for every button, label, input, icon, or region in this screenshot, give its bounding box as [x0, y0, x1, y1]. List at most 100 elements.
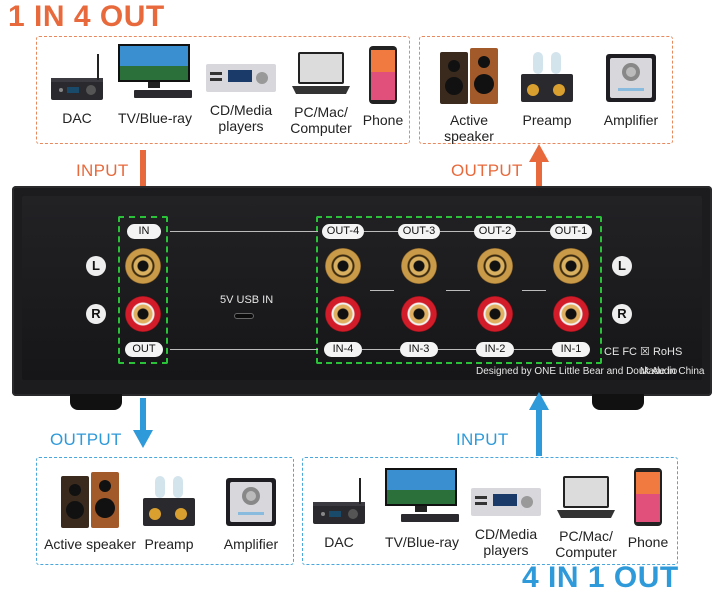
- out-jack-label: OUT-2: [474, 224, 516, 239]
- out-4-jack-right[interactable]: [325, 296, 361, 332]
- device-label: Phone: [627, 534, 669, 550]
- device-label: PC/Mac/ Computer: [290, 104, 352, 136]
- device-dac: DAC: [306, 474, 372, 550]
- device-label: Amplifier: [223, 536, 279, 552]
- label-line: [364, 231, 398, 232]
- device-cd-player: CD/Media players: [466, 480, 546, 558]
- preamp-icon: [517, 44, 577, 106]
- out-jack-label: OUT-3: [398, 224, 440, 239]
- left-channel-marker: L: [86, 256, 106, 276]
- in-jack-label: IN-3: [400, 342, 438, 357]
- multi-jack-group: [316, 216, 602, 364]
- label-line-bottom: [170, 349, 318, 350]
- device-phone: Phone: [360, 44, 406, 128]
- out-2-jack-left[interactable]: [477, 248, 513, 284]
- out-jack-label: OUT-1: [550, 224, 592, 239]
- right-channel-marker: R: [612, 304, 632, 324]
- certification-marks: CE FC ☒ RoHS: [604, 346, 683, 358]
- device-dac: DAC: [44, 50, 110, 126]
- title-1-in-4-out: 1 IN 4 OUT: [8, 0, 165, 33]
- top-output-label: OUTPUT: [451, 161, 523, 180]
- device-tv: TV/Blue-ray: [378, 466, 466, 550]
- device-label: Active speaker: [444, 112, 494, 144]
- designed-by-text: Designed by ONE Little Bear and Douk Aud…: [476, 366, 678, 377]
- title-4-in-1-out: 4 IN 1 OUT: [522, 561, 679, 594]
- amplifier-icon: [220, 470, 282, 530]
- device-amplifier: Amplifier: [212, 470, 290, 552]
- out-1-jack-right[interactable]: [553, 296, 589, 332]
- preamp-icon: [139, 468, 199, 530]
- device-laptop: PC/Mac/ Computer: [284, 50, 358, 136]
- speaker-icon: [438, 44, 500, 106]
- device-label: Active speaker: [44, 536, 136, 552]
- common-jack-right[interactable]: [125, 296, 161, 332]
- device-label: TV/Blue-ray: [385, 534, 459, 550]
- device-label: DAC: [324, 534, 354, 550]
- cd-player-icon: [204, 56, 278, 96]
- label-line: [438, 349, 476, 350]
- in-jack-label: IN-4: [324, 342, 362, 357]
- label-line: [514, 349, 552, 350]
- device-active-speaker: Active speaker: [44, 468, 136, 552]
- label-line: [516, 231, 550, 232]
- device-label: Amplifier: [603, 112, 659, 128]
- label-line: [440, 231, 474, 232]
- out-4-jack-left[interactable]: [325, 248, 361, 284]
- usb-power-label: 5V USB IN: [220, 294, 274, 306]
- left-channel-marker: L: [612, 256, 632, 276]
- top-source-group: [36, 36, 410, 144]
- speaker-icon: [59, 468, 121, 530]
- out-3-jack-left[interactable]: [401, 248, 437, 284]
- device-preamp: Preamp: [514, 44, 580, 128]
- device-phone: Phone: [624, 466, 672, 550]
- tv-icon: [114, 42, 196, 104]
- laptop-icon: [290, 50, 352, 98]
- device-label: DAC: [62, 110, 92, 126]
- device-active-speaker: Active speaker: [424, 44, 514, 144]
- bottom-source-group: [302, 457, 678, 565]
- out-2-jack-right[interactable]: [477, 296, 513, 332]
- arrow-up-icon: [529, 392, 549, 456]
- chassis-foot-right: [592, 394, 644, 410]
- cd-player-icon: [469, 480, 543, 520]
- amplifier-icon: [600, 46, 662, 106]
- device-label: CD/Media players: [209, 102, 273, 134]
- made-in-text: Made in China: [640, 366, 705, 377]
- common-jack-group: [118, 216, 168, 364]
- device-laptop: PC/Mac/ Computer: [550, 474, 622, 560]
- common-jack-left[interactable]: [125, 248, 161, 284]
- divider-line: [370, 290, 394, 291]
- arrow-down-icon: [133, 398, 153, 448]
- device-tv: TV/Blue-ray: [112, 42, 198, 126]
- bottom-output-label: OUTPUT: [50, 430, 122, 449]
- device-label: Phone: [362, 112, 404, 128]
- right-channel-marker: R: [86, 304, 106, 324]
- device-label: TV/Blue-ray: [118, 110, 192, 126]
- device-label: PC/Mac/ Computer: [555, 528, 617, 560]
- in-jack-label: IN-1: [552, 342, 590, 357]
- top-input-label: INPUT: [76, 161, 129, 180]
- out-jack-label: OUT-4: [322, 224, 364, 239]
- arrow-up-icon: [529, 144, 549, 196]
- label-line: [362, 349, 400, 350]
- in-jack-label: IN-2: [476, 342, 514, 357]
- bottom-output-group: [36, 457, 294, 565]
- phone-icon: [632, 466, 664, 528]
- out-3-jack-right[interactable]: [401, 296, 437, 332]
- divider-line: [522, 290, 546, 291]
- out-1-jack-left[interactable]: [553, 248, 589, 284]
- in-label: IN: [127, 224, 161, 239]
- bottom-input-label: INPUT: [456, 430, 509, 449]
- top-output-group: [419, 36, 673, 144]
- device-cd-player: CD/Media players: [200, 56, 282, 134]
- device-label: CD/Media players: [474, 526, 538, 558]
- tv-icon: [381, 466, 463, 528]
- phone-icon: [367, 44, 399, 106]
- divider-line: [446, 290, 470, 291]
- device-amplifier: Amplifier: [592, 46, 670, 128]
- device-label: Preamp: [144, 536, 194, 552]
- usb-power-port[interactable]: [234, 313, 254, 319]
- chassis-foot-left: [70, 394, 122, 410]
- label-line-top: [170, 231, 318, 232]
- dac-icon: [311, 474, 367, 528]
